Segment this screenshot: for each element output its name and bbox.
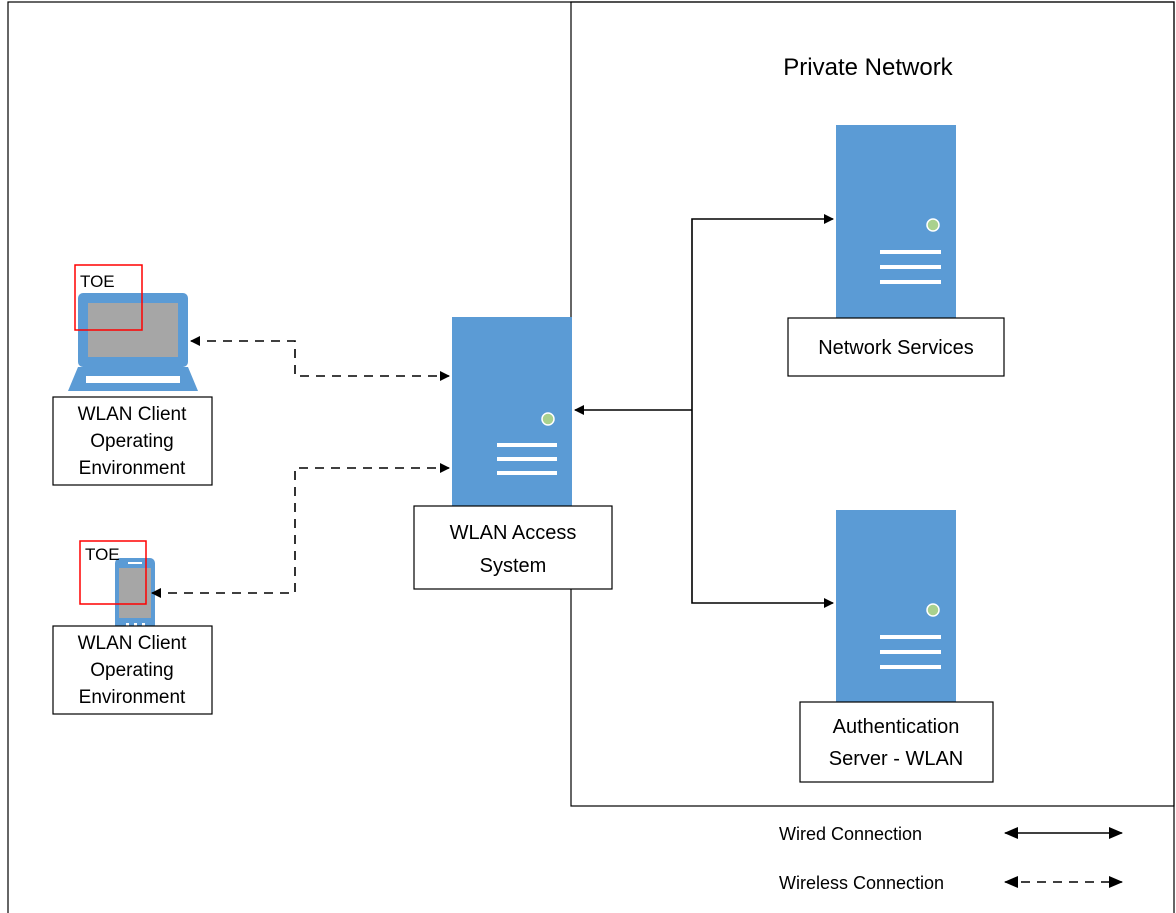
wired-link-auth-server: [691, 410, 834, 608]
legend-wired-label: Wired Connection: [779, 824, 922, 844]
access-server-icon: [452, 317, 572, 507]
laptop-label-line3: Environment: [79, 458, 186, 479]
wireless-link-laptop: [190, 336, 450, 381]
wired-link-network-services: [691, 214, 834, 410]
auth-server: Authentication Server - WLAN: [799, 510, 994, 783]
auth-server-label-line1: Authentication: [833, 716, 960, 738]
auth-server-label-box: [799, 701, 994, 783]
network-services-server-icon: [836, 125, 956, 318]
access-system: WLAN Access System: [413, 317, 613, 590]
phone-label-line1: WLAN Client: [78, 633, 187, 654]
laptop-client: TOE WLAN Client Operating Environment: [52, 264, 213, 486]
laptop-toe-label: TOE: [80, 272, 115, 291]
network-services-label-box: [787, 317, 1005, 377]
phone-client: TOE WLAN Client Operating Environment: [52, 540, 213, 715]
phone-toe-label: TOE: [85, 545, 120, 564]
network-services-label: Network Services: [818, 337, 974, 359]
phone-label-line3: Environment: [79, 687, 186, 708]
legend: Wired Connection Wireless Connection: [779, 824, 1123, 893]
access-label-line2: System: [480, 555, 547, 577]
laptop-label-line2: Operating: [90, 431, 173, 452]
auth-server-label-line2: Server - WLAN: [829, 748, 963, 770]
phone-label-line2: Operating: [90, 660, 173, 681]
private-network-title: Private Network: [783, 54, 953, 81]
access-label-line1: WLAN Access: [450, 522, 577, 544]
auth-server-icon: [836, 510, 956, 702]
legend-wireless-label: Wireless Connection: [779, 873, 944, 893]
laptop-label-line1: WLAN Client: [78, 404, 187, 425]
phone-toe-box: [79, 540, 147, 605]
wireless-link-phone: [151, 463, 450, 598]
network-services: Network Services: [787, 125, 1005, 377]
phone-icon: [115, 558, 155, 630]
phone-label-box: [52, 625, 213, 715]
laptop-toe-box: [74, 264, 143, 331]
laptop-icon: [68, 293, 198, 391]
